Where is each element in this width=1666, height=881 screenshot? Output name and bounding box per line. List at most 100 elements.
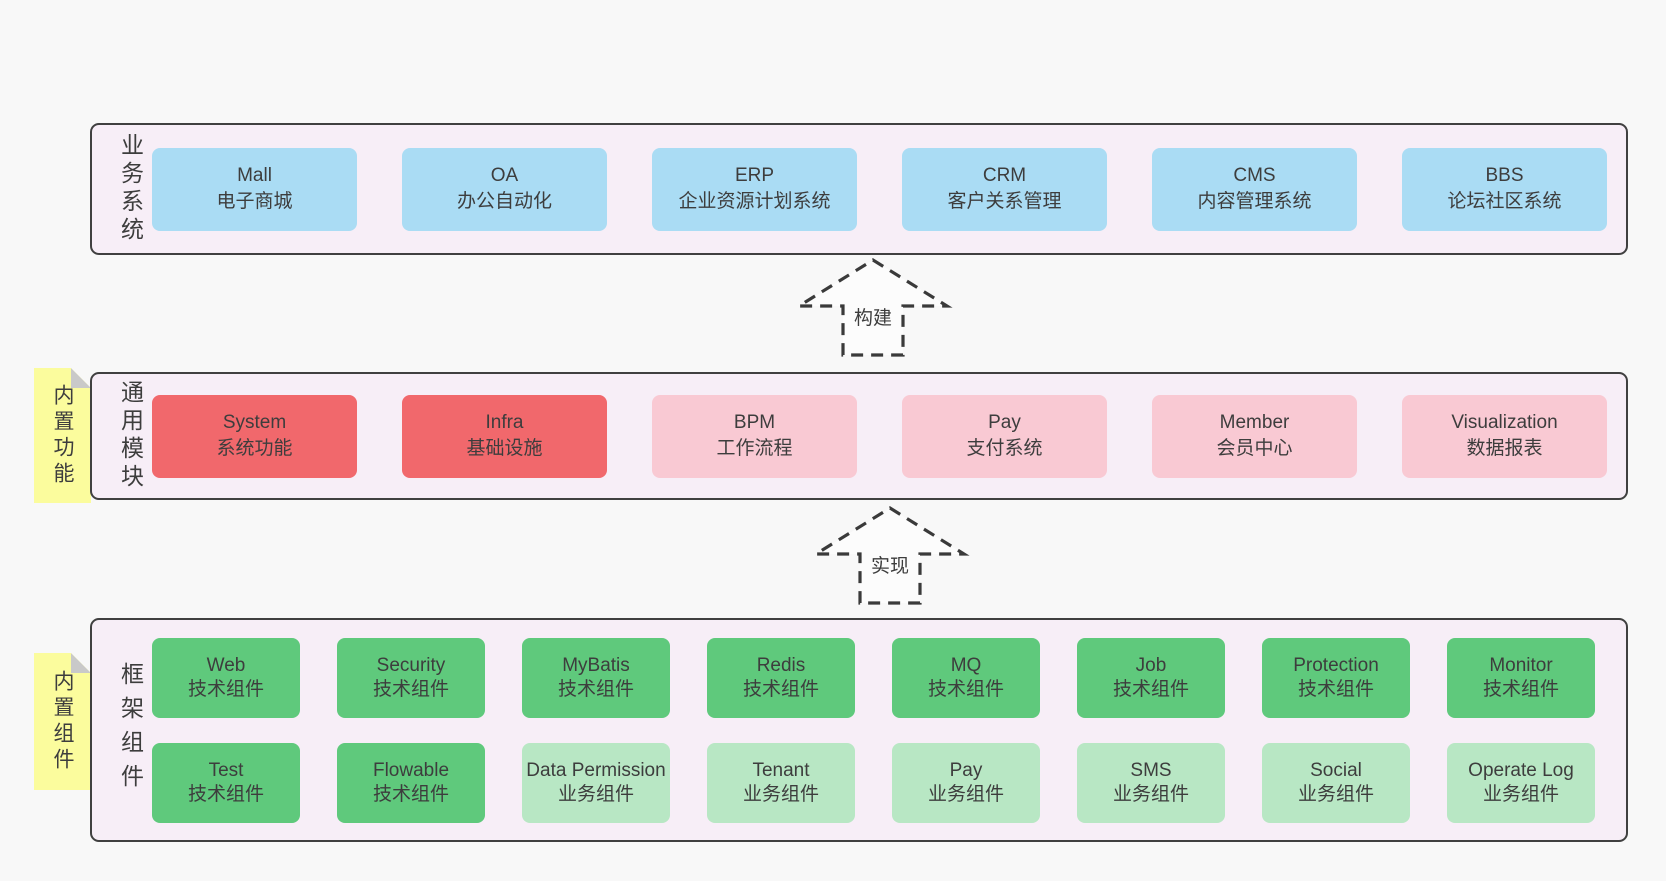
box-web-zh: 技术组件	[187, 678, 264, 700]
box-visualization: Visualization 数据报表	[1402, 394, 1607, 478]
component-row-2: Test 技术组件 Flowable 技术组件 Data Permission …	[152, 742, 1608, 823]
box-pay-biz-en: Pay	[949, 759, 983, 781]
box-test-zh: 技术组件	[187, 783, 264, 805]
box-visualization-zh: 数据报表	[1466, 438, 1543, 459]
business-layer-label: 业务系统	[117, 133, 144, 245]
folded-corner-icon	[71, 368, 91, 388]
box-web: Web 技术组件	[152, 637, 300, 718]
business-boxes: Mall 电子商城 OA 办公自动化 ERP 企业资源计划系统 CRM 客户关系…	[152, 147, 1608, 231]
box-social: Social 业务组件	[1262, 742, 1410, 823]
box-pay-biz: Pay 业务组件	[892, 742, 1040, 823]
box-mall: Mall 电子商城	[152, 147, 357, 231]
business-systems-layer: 业务系统 Mall 电子商城 OA 办公自动化 ERP 企业资源计划系统 CRM…	[90, 123, 1628, 255]
box-crm-en: CRM	[982, 165, 1027, 187]
box-cms: CMS 内容管理系统	[1152, 147, 1357, 231]
box-security-en: Security	[376, 654, 446, 676]
box-member: Member 会员中心	[1152, 394, 1357, 478]
build-arrow-label: 构建	[849, 300, 897, 333]
box-social-zh: 业务组件	[1297, 783, 1374, 805]
implement-arrow: 实现	[810, 504, 970, 608]
box-security-zh: 技术组件	[372, 678, 449, 700]
box-sms: SMS 业务组件	[1077, 742, 1225, 823]
box-infra: Infra 基础设施	[402, 394, 607, 478]
box-protection: Protection 技术组件	[1262, 637, 1410, 718]
box-erp-zh: 企业资源计划系统	[678, 191, 831, 212]
box-job-en: Job	[1135, 654, 1167, 676]
box-pay-zh: 支付系统	[966, 438, 1043, 459]
builtin-features-label: 内置功能	[51, 383, 74, 488]
box-redis: Redis 技术组件	[707, 637, 855, 718]
box-security: Security 技术组件	[337, 637, 485, 718]
box-job-zh: 技术组件	[1112, 678, 1189, 700]
builtin-components-label: 内置组件	[51, 669, 74, 774]
box-visualization-en: Visualization	[1451, 412, 1558, 434]
box-oa-zh: 办公自动化	[456, 191, 552, 212]
box-redis-zh: 技术组件	[742, 678, 819, 700]
box-monitor-zh: 技术组件	[1482, 678, 1559, 700]
component-row-1: Web 技术组件 Security 技术组件 MyBatis 技术组件 Redi…	[152, 637, 1608, 718]
box-flowable-en: Flowable	[372, 759, 450, 781]
box-mq: MQ 技术组件	[892, 637, 1040, 718]
box-protection-zh: 技术组件	[1297, 678, 1374, 700]
box-sms-en: SMS	[1130, 759, 1172, 781]
box-data-permission-en: Data Permission	[526, 759, 666, 781]
box-bbs: BBS 论坛社区系统	[1402, 147, 1607, 231]
module-boxes: System 系统功能 Infra 基础设施 BPM 工作流程 Pay 支付系统…	[152, 394, 1608, 478]
box-web-en: Web	[206, 654, 246, 676]
box-system-en: System	[222, 412, 287, 434]
box-mybatis-en: MyBatis	[562, 654, 630, 676]
box-crm-zh: 客户关系管理	[947, 191, 1062, 212]
common-modules-layer: 通用模块 System 系统功能 Infra 基础设施 BPM 工作流程 Pay…	[90, 372, 1628, 500]
box-pay: Pay 支付系统	[902, 394, 1107, 478]
sticky-note-builtin-features: 内置功能	[34, 368, 91, 503]
box-oa-en: OA	[490, 165, 519, 187]
box-mq-en: MQ	[950, 654, 982, 676]
box-cms-zh: 内容管理系统	[1197, 191, 1312, 212]
box-pay-en: Pay	[988, 412, 1021, 434]
box-redis-en: Redis	[756, 654, 806, 676]
box-protection-en: Protection	[1293, 654, 1379, 676]
box-erp-en: ERP	[734, 165, 775, 187]
box-mybatis-zh: 技术组件	[557, 678, 634, 700]
box-monitor: Monitor 技术组件	[1447, 637, 1595, 718]
box-system: System 系统功能	[152, 394, 357, 478]
box-sms-zh: 业务组件	[1112, 783, 1189, 805]
component-rows: Web 技术组件 Security 技术组件 MyBatis 技术组件 Redi…	[152, 637, 1608, 823]
box-tenant-zh: 业务组件	[742, 783, 819, 805]
box-system-zh: 系统功能	[216, 438, 293, 459]
box-pay-biz-zh: 业务组件	[927, 783, 1004, 805]
components-layer-label: 框架组件	[117, 662, 144, 798]
box-mall-en: Mall	[237, 165, 272, 187]
box-cms-en: CMS	[1233, 165, 1276, 187]
box-flowable: Flowable 技术组件	[337, 742, 485, 823]
box-job: Job 技术组件	[1077, 637, 1225, 718]
box-flowable-zh: 技术组件	[372, 783, 449, 805]
box-operate-log-en: Operate Log	[1468, 759, 1574, 781]
box-bpm-en: BPM	[733, 412, 776, 434]
box-member-en: Member	[1219, 412, 1290, 434]
box-operate-log-zh: 业务组件	[1482, 783, 1559, 805]
box-social-en: Social	[1310, 759, 1362, 781]
box-mybatis: MyBatis 技术组件	[522, 637, 670, 718]
sticky-note-builtin-components: 内置组件	[34, 653, 91, 790]
build-arrow: 构建	[793, 256, 953, 360]
box-crm: CRM 客户关系管理	[902, 147, 1107, 231]
framework-components-layer: 框架组件 Web 技术组件 Security 技术组件 MyBatis 技术组件…	[90, 618, 1628, 842]
box-member-zh: 会员中心	[1216, 438, 1293, 459]
folded-corner-icon	[71, 653, 91, 673]
box-monitor-en: Monitor	[1489, 654, 1553, 676]
box-test-en: Test	[208, 759, 244, 781]
box-bbs-zh: 论坛社区系统	[1447, 191, 1562, 212]
box-tenant: Tenant 业务组件	[707, 742, 855, 823]
box-mall-zh: 电子商城	[216, 191, 293, 212]
box-operate-log: Operate Log 业务组件	[1447, 742, 1595, 823]
box-infra-en: Infra	[485, 412, 524, 434]
box-test: Test 技术组件	[152, 742, 300, 823]
box-infra-zh: 基础设施	[466, 438, 543, 459]
box-bbs-en: BBS	[1485, 165, 1524, 187]
box-bpm-zh: 工作流程	[716, 438, 793, 459]
box-data-permission: Data Permission 业务组件	[522, 742, 670, 823]
box-erp: ERP 企业资源计划系统	[652, 147, 857, 231]
box-oa: OA 办公自动化	[402, 147, 607, 231]
